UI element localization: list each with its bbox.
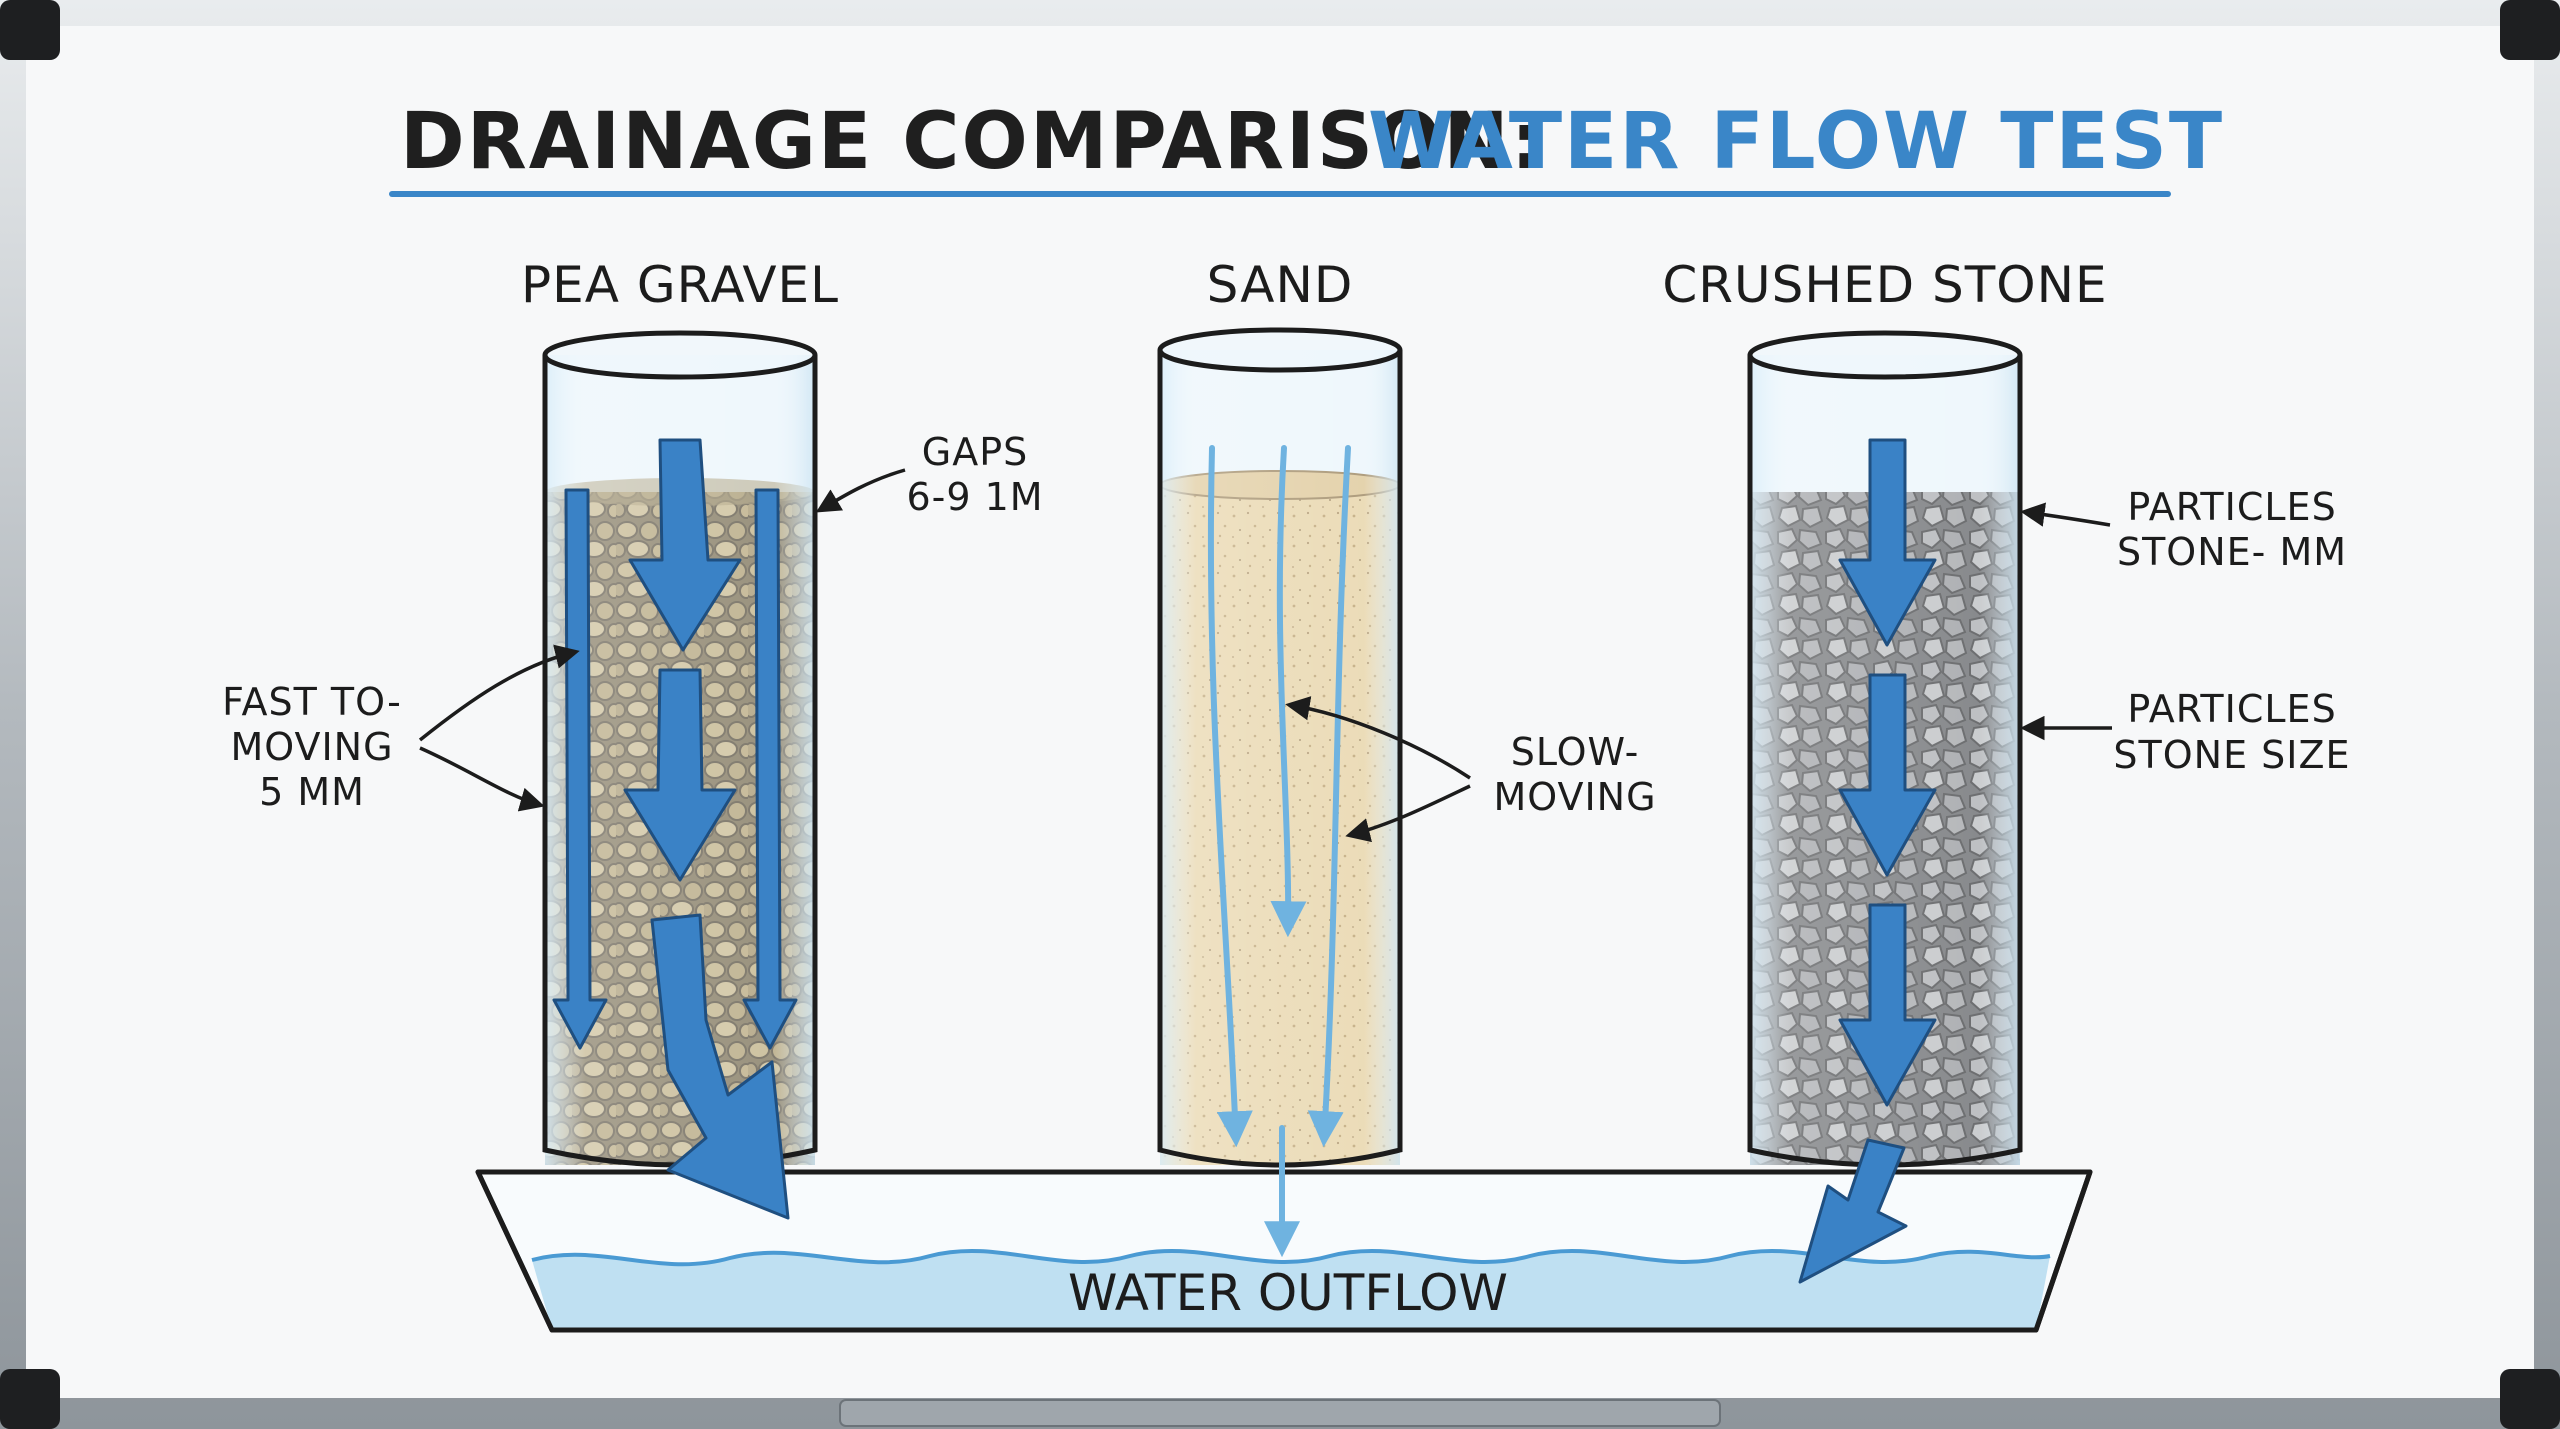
svg-text:5 MM: 5 MM xyxy=(259,770,365,814)
crushed-stone-flow-arrows xyxy=(1798,438,1937,1284)
flow-arrow xyxy=(650,913,790,1220)
column-label-sand: SAND xyxy=(1207,256,1354,314)
flow-line xyxy=(1307,445,1351,1148)
flow-arrow xyxy=(1838,673,1937,877)
annotation-particles-top: PARTICLES STONE- MM xyxy=(2020,485,2347,574)
flow-line xyxy=(1270,445,1307,938)
svg-text:SLOW-: SLOW- xyxy=(1511,730,1640,774)
pea-gravel-flow-arrows xyxy=(552,438,798,1220)
svg-text:6-9 1M: 6-9 1M xyxy=(906,475,1043,519)
corner-cap-top-left xyxy=(0,0,60,60)
flow-arrow xyxy=(623,668,737,882)
corner-cap-bottom-right xyxy=(2500,1369,2560,1429)
svg-text:FAST TO-: FAST TO- xyxy=(222,680,402,724)
corner-cap-top-right xyxy=(2500,0,2560,60)
flow-arrow xyxy=(1838,903,1937,1107)
title-main: DRAINAGE COMPARISON: xyxy=(400,97,1544,187)
svg-text:STONE- MM: STONE- MM xyxy=(2117,530,2347,574)
flow-arrow xyxy=(742,488,798,1050)
marker-tray xyxy=(839,1399,1721,1427)
flow-arrow xyxy=(1838,438,1937,647)
svg-text:MOVING: MOVING xyxy=(230,725,393,769)
flow-arrow xyxy=(1798,1138,1908,1284)
annotation-fast-moving: FAST TO- MOVING 5 MM xyxy=(222,644,580,814)
tube-sand xyxy=(1157,327,1403,1168)
outflow-label: WATER OUTFLOW xyxy=(1068,1264,1508,1322)
flow-arrow xyxy=(552,488,608,1050)
column-label-crushed-stone: CRUSHED STONE xyxy=(1662,256,2107,314)
title-accent: WATER FLOW TEST xyxy=(1368,97,2224,187)
svg-text:MOVING: MOVING xyxy=(1493,775,1656,819)
svg-text:GAPS: GAPS xyxy=(922,430,1028,474)
column-label-pea-gravel: PEA GRAVEL xyxy=(521,256,839,314)
annotation-particles-bottom: PARTICLES STONE SIZE xyxy=(2020,687,2350,777)
svg-text:STONE SIZE: STONE SIZE xyxy=(2113,733,2350,777)
sand-flow-lines xyxy=(1207,445,1351,1258)
flow-line xyxy=(1207,445,1253,1148)
svg-text:PARTICLES: PARTICLES xyxy=(2127,687,2336,731)
flow-arrow xyxy=(628,438,742,652)
annotation-slow-moving: SLOW- MOVING xyxy=(1285,696,1656,843)
corner-cap-bottom-left xyxy=(0,1369,60,1429)
annotation-gaps: GAPS 6-9 1M xyxy=(815,430,1043,519)
svg-text:PARTICLES: PARTICLES xyxy=(2127,485,2336,529)
